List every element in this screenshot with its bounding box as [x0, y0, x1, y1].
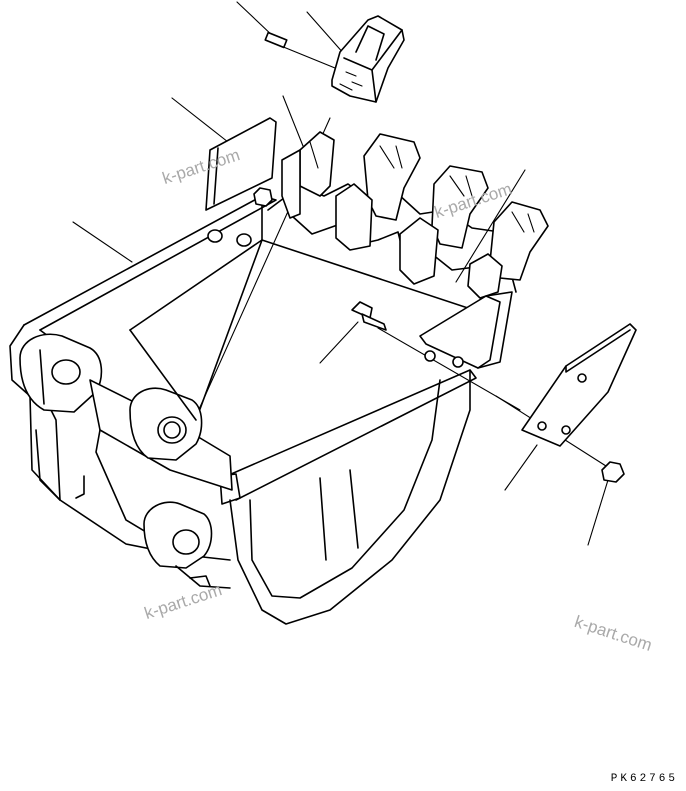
bucket-body — [9, 131, 549, 625]
side-cutter — [521, 323, 637, 447]
drawing-code: PK62765 — [610, 773, 678, 785]
tooth-tip-exploded — [331, 15, 405, 103]
nut-upper — [253, 187, 273, 207]
tooth-pin — [264, 31, 288, 49]
bolt — [351, 301, 387, 331]
side-plate-upper — [205, 117, 277, 211]
nut-lower — [601, 461, 625, 483]
